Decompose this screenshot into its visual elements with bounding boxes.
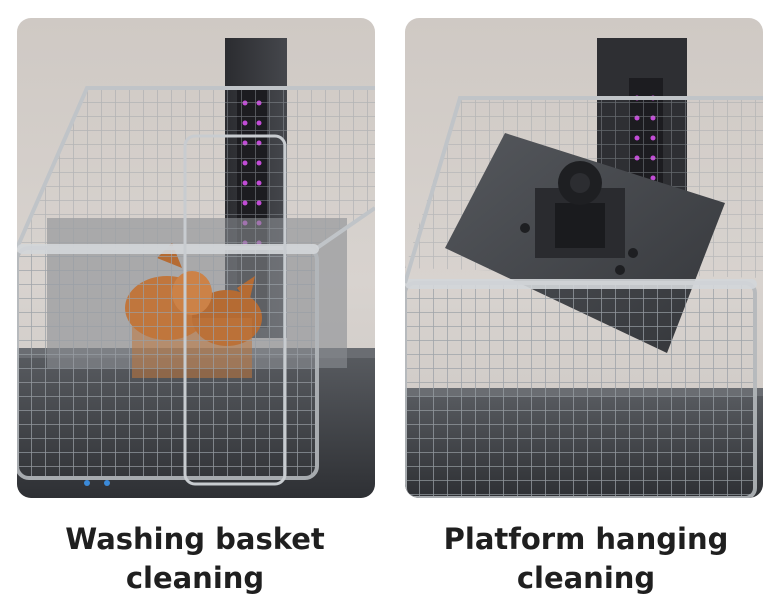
washing-basket-image [17, 18, 375, 498]
washing-basket [405, 281, 757, 498]
caption-line: Washing basket [65, 522, 325, 556]
caption-line: Platform hanging [443, 522, 729, 556]
platform-hanging-image [405, 18, 763, 498]
caption-washing-basket: Washing basket cleaning [0, 520, 390, 598]
washing-basket-illustration [17, 38, 375, 498]
platform-hanging-illustration [405, 38, 763, 498]
caption-line: cleaning [516, 561, 656, 595]
caption-platform-hanging: Platform hanging cleaning [391, 520, 781, 598]
platform-bracket [520, 161, 638, 275]
washing-basket [17, 246, 319, 480]
caption-line: cleaning [125, 561, 265, 595]
